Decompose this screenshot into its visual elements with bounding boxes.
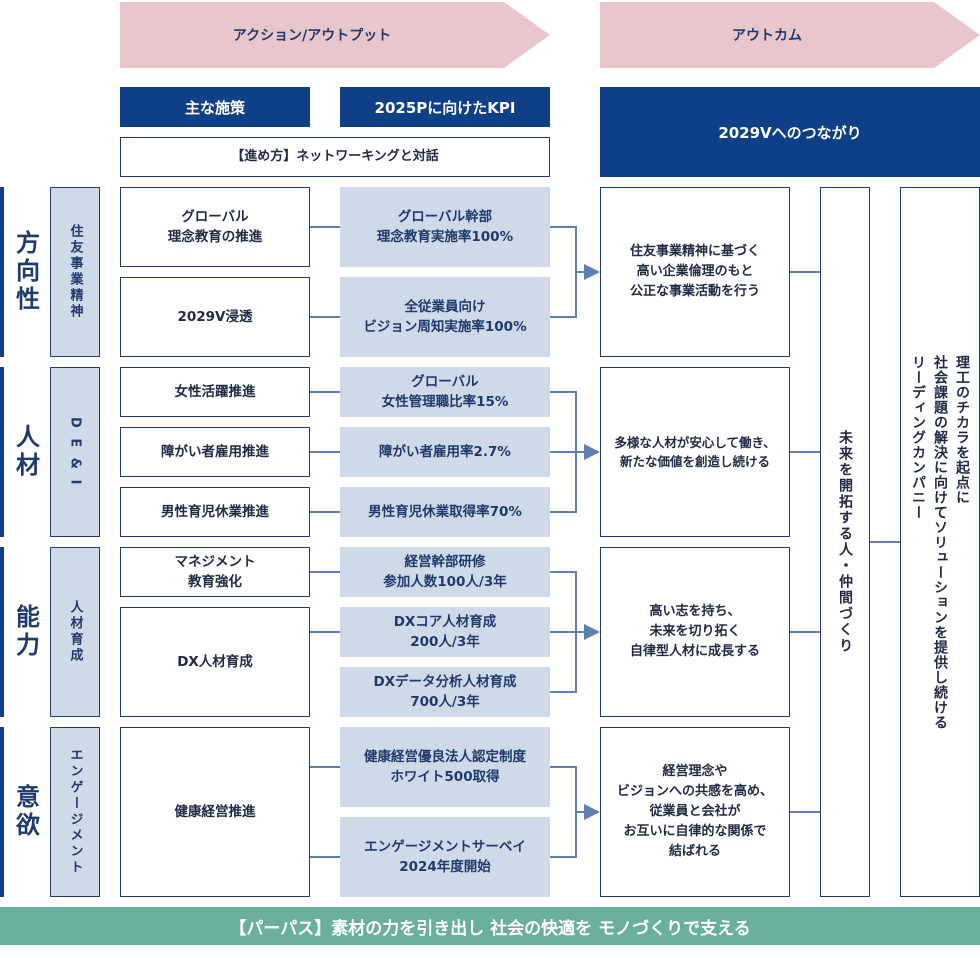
action-output-arrow: アクション/アウトプット bbox=[120, 2, 550, 68]
side-label-dei: D E & I bbox=[50, 367, 100, 537]
side-label-sumitomo-spirit: 住友事業精神 bbox=[50, 187, 100, 357]
outcome-box: 高い志を持ち、 未来を切り拓く 自律型人材に成長する bbox=[600, 547, 790, 717]
measure-box: 女性活躍推進 bbox=[120, 367, 310, 417]
kpi-box: グローバル幹部 理念教育実施率100% bbox=[340, 187, 550, 267]
measure-box: 男性育児休業推進 bbox=[120, 487, 310, 537]
kpi-box: 健康経営優良法人認定制度 ホワイト500取得 bbox=[340, 727, 550, 807]
kpi-box: 障がい者雇用率2.7% bbox=[340, 427, 550, 477]
side-label-engagement: エンゲージメント bbox=[50, 727, 100, 897]
category-rule-people bbox=[0, 367, 4, 537]
approach-box: 【進め方】ネットワーキングと対話 bbox=[120, 137, 550, 177]
kpi-box: 全従業員向け ビジョン周知実施率100% bbox=[340, 277, 550, 357]
outcome-box: 多様な人材が安心して働き、 新たな価値を創造し続ける bbox=[600, 367, 790, 537]
measure-box: 健康経営推進 bbox=[120, 727, 310, 897]
kpi-box: 男性育児休業取得率70% bbox=[340, 487, 550, 537]
kpi-box: DXコア人材育成 200人/3年 bbox=[340, 607, 550, 657]
kpi-box: グローバル 女性管理職比率15% bbox=[340, 367, 550, 417]
kpi-box: エンゲージメントサーベイ 2024年度開始 bbox=[340, 817, 550, 897]
side-label-talent-development: 人材育成 bbox=[50, 547, 100, 717]
vision-line: 理工のチカラを起点に bbox=[954, 354, 970, 505]
kpi-box: 経営幹部研修 参加人数100人/3年 bbox=[340, 547, 550, 597]
measure-box: マネジメント 教育強化 bbox=[120, 547, 310, 597]
category-label: 方向性 bbox=[11, 230, 40, 314]
measure-box: 2029V浸透 bbox=[120, 277, 310, 357]
vision-line: 社会課題の解決に向けてソリューションを提供し続ける bbox=[932, 354, 948, 730]
outcome-header: 2029Vへのつながり bbox=[600, 87, 980, 177]
category-rule-direction bbox=[0, 187, 4, 357]
category-label: 人材 bbox=[11, 424, 40, 480]
category-rule-ability bbox=[0, 547, 4, 717]
vision-text: 理工のチカラを起点に 社会課題の解決に向けてソリューションを提供し続ける リーデ… bbox=[907, 355, 973, 730]
measures-header: 主な施策 bbox=[120, 87, 310, 127]
measure-box: 障がい者雇用推進 bbox=[120, 427, 310, 477]
vision-line: リーディングカンパニー bbox=[910, 354, 926, 520]
purpose-band: 【パーパス】素材の力を引き出し 社会の快適を モノづくりで支える bbox=[0, 907, 980, 945]
kpi-header: 2025Pに向けたKPI bbox=[340, 87, 550, 127]
measure-box: DX人材育成 bbox=[120, 607, 310, 717]
outcome-box: 経営理念や ビジョンへの共感を高め、 従業員と会社が お互いに自律的な関係で 結… bbox=[600, 727, 790, 897]
outcome-arrow: アウトカム bbox=[600, 2, 980, 68]
category-rule-motivation bbox=[0, 727, 4, 897]
outcome-label: アウトカム bbox=[732, 28, 802, 44]
pillar-box: 未来を開拓する人・仲間づくり bbox=[820, 187, 870, 897]
category-label: 能力 bbox=[11, 604, 40, 660]
kpi-box: DXデータ分析人材育成 700人/3年 bbox=[340, 667, 550, 717]
pillar-text: 未来を開拓する人・仲間づくり bbox=[837, 430, 853, 654]
action-output-label: アクション/アウトプット bbox=[232, 28, 392, 44]
measure-box: グローバル 理念教育の推進 bbox=[120, 187, 310, 267]
vision-box: 理工のチカラを起点に 社会課題の解決に向けてソリューションを提供し続ける リーデ… bbox=[900, 187, 980, 897]
outcome-box: 住友事業精神に基づく 高い企業倫理のもと 公正な事業活動を行う bbox=[600, 187, 790, 357]
category-label: 意欲 bbox=[11, 784, 40, 840]
